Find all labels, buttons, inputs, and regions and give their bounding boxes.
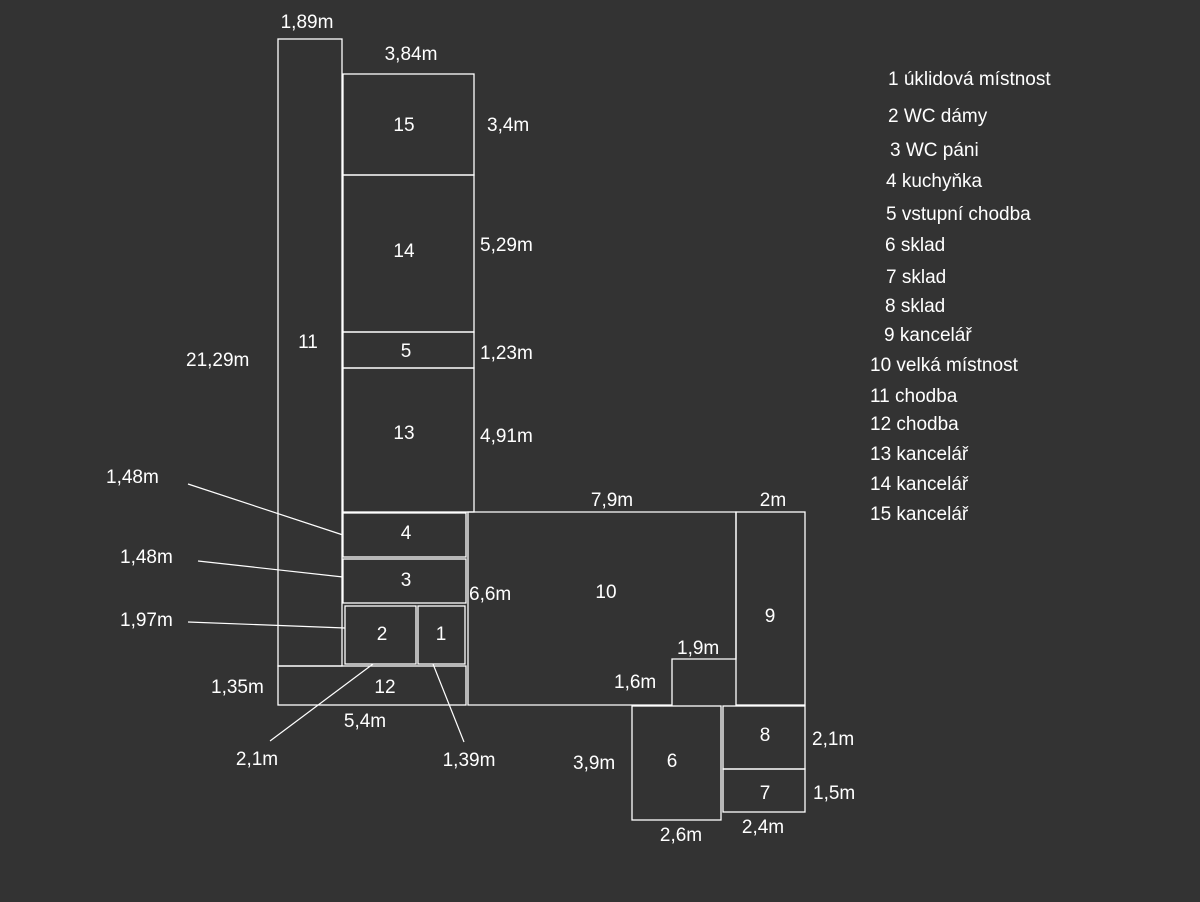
- room-13-outline: [342, 367, 475, 513]
- dim-3-height: 1,48m: [120, 547, 173, 568]
- room-number-1: 1: [436, 624, 447, 645]
- room-9-outline: [735, 511, 806, 706]
- room-7-outline: [722, 768, 806, 813]
- room-number-11: 11: [298, 332, 318, 353]
- dim-6-width: 2,6m: [660, 825, 702, 846]
- room-number-4: 4: [401, 523, 412, 544]
- room-number-2: 2: [377, 624, 388, 645]
- dim-6-height: 3,9m: [573, 753, 615, 774]
- room-numbers: 11 15 14 5 13 4 3 2 1 12 10 9 6 8 7: [298, 115, 775, 804]
- dim-5-height: 1,23m: [480, 343, 533, 364]
- dim-step-width: 1,9m: [677, 638, 719, 659]
- leader-line-12-left: [269, 663, 374, 742]
- legend-item: 15 kancelář: [870, 504, 969, 525]
- legend-item: 12 chodba: [870, 414, 959, 435]
- legend-item: 3 WC páni: [890, 140, 979, 161]
- dim-10-height: 6,6m: [469, 584, 511, 605]
- room-2-outline: [344, 605, 417, 665]
- leader-line-4: [187, 483, 344, 536]
- dim-step-height: 1,6m: [614, 672, 656, 693]
- dim-2-width: 2,1m: [236, 749, 278, 770]
- legend-item: 2 WC dámy: [888, 106, 988, 127]
- legend-item: 1 úklidová místnost: [888, 69, 1051, 90]
- legend-item: 6 sklad: [885, 235, 945, 256]
- dim-11-width: 1,89m: [281, 12, 334, 33]
- room-number-13: 13: [393, 423, 414, 444]
- dim-14-height: 5,29m: [480, 235, 533, 256]
- dim-1-width: 1,39m: [443, 750, 496, 771]
- room-6-outline: [631, 705, 722, 821]
- legend-item: 13 kancelář: [870, 444, 969, 465]
- legend-item: 7 sklad: [886, 267, 946, 288]
- room-number-12: 12: [374, 677, 395, 698]
- dimension-labels: 1,89m 3,84m 3,4m 5,29m 1,23m 21,29m 4,91…: [106, 12, 855, 846]
- leader-line-2: [187, 621, 346, 629]
- dim-4-height: 1,48m: [106, 467, 159, 488]
- dim-15-height: 3,4m: [487, 115, 529, 136]
- legend-item: 11 chodba: [870, 386, 958, 407]
- room-number-6: 6: [667, 751, 678, 772]
- leader-lines: [187, 483, 465, 743]
- room-number-14: 14: [393, 241, 415, 262]
- dim-12-width: 5,4m: [344, 711, 386, 732]
- dim-13-height: 4,91m: [480, 426, 533, 447]
- legend: 1 úklidová místnost 2 WC dámy 3 WC páni …: [870, 69, 1051, 525]
- room-number-10: 10: [595, 582, 616, 603]
- leader-line-12-right: [432, 663, 465, 743]
- leader-line-3: [197, 560, 344, 578]
- legend-item: 5 vstupní chodba: [886, 204, 1031, 225]
- room-1-outline: [417, 605, 466, 665]
- legend-item: 14 kancelář: [870, 474, 969, 495]
- dim-7-width: 2,4m: [742, 817, 784, 838]
- room-number-8: 8: [760, 725, 771, 746]
- dim-2-height: 1,97m: [120, 610, 173, 631]
- room-3-outline: [342, 558, 467, 604]
- dim-10-width: 7,9m: [591, 490, 633, 511]
- room-number-9: 9: [765, 606, 776, 627]
- legend-item: 9 kancelář: [884, 325, 972, 346]
- room-number-15: 15: [393, 115, 414, 136]
- dim-9-width: 2m: [760, 490, 786, 511]
- legend-item: 8 sklad: [885, 296, 945, 317]
- dim-15-width: 3,84m: [385, 44, 438, 65]
- dim-8-height: 2,1m: [812, 729, 854, 750]
- legend-item: 4 kuchyňka: [886, 171, 983, 192]
- room-number-5: 5: [401, 341, 412, 362]
- room-number-7: 7: [760, 783, 771, 804]
- walls: [277, 38, 806, 821]
- room-12-outline: [277, 665, 467, 706]
- dim-12-height: 1,35m: [211, 677, 264, 698]
- dim-11-length: 21,29m: [186, 350, 249, 371]
- legend-item: 10 velká místnost: [870, 355, 1019, 376]
- room-number-3: 3: [401, 570, 412, 591]
- dim-7-height: 1,5m: [813, 783, 855, 804]
